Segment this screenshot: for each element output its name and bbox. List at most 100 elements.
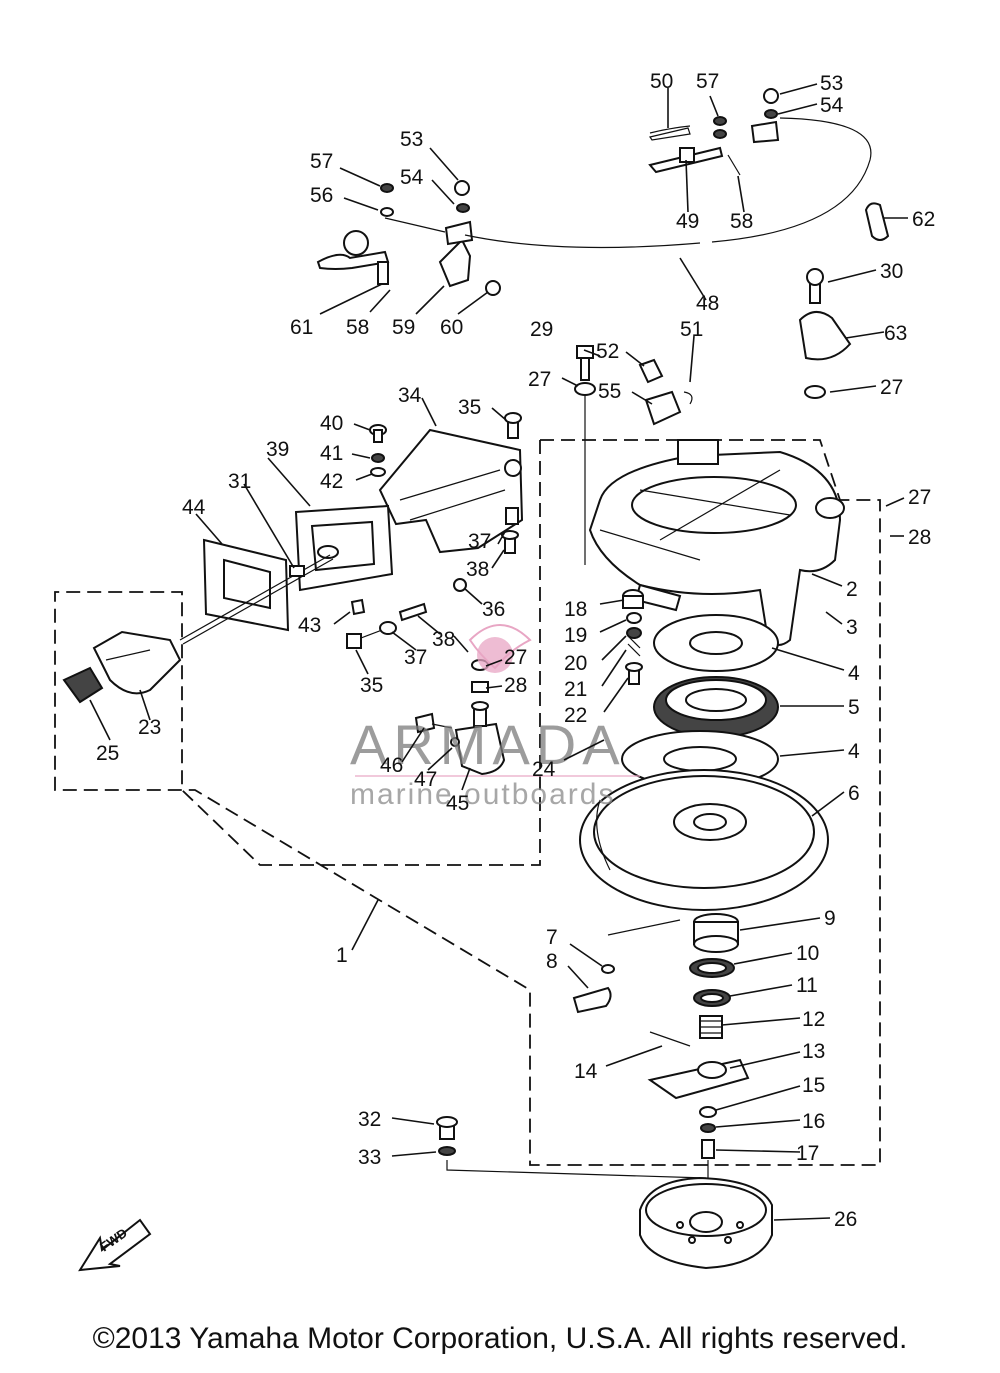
label-36: 36 bbox=[482, 598, 505, 621]
label-50: 50 bbox=[650, 70, 673, 93]
label-3: 3 bbox=[846, 616, 858, 639]
label-59: 59 bbox=[392, 316, 415, 339]
label-44: 44 bbox=[182, 496, 206, 519]
starter-handle bbox=[92, 630, 182, 695]
label-39: 39 bbox=[266, 438, 289, 461]
spring-plate-upper bbox=[653, 614, 779, 672]
label-10: 10 bbox=[796, 942, 819, 965]
label-23: 23 bbox=[138, 716, 161, 739]
label-51: 51 bbox=[680, 318, 703, 341]
label-33: 33 bbox=[358, 1146, 381, 1169]
label-28-lower: 28 bbox=[504, 674, 527, 697]
label-35-lower: 35 bbox=[360, 674, 383, 697]
label-37-lower: 37 bbox=[404, 646, 427, 669]
label-5: 5 bbox=[848, 696, 860, 719]
sheave-drum bbox=[579, 769, 829, 911]
label-58-upper: 58 bbox=[730, 210, 753, 233]
bracket-bolts bbox=[346, 621, 397, 649]
label-54-left: 54 bbox=[400, 166, 424, 189]
label-53-left: 53 bbox=[400, 128, 423, 151]
label-34: 34 bbox=[398, 384, 422, 407]
starter-spring bbox=[653, 676, 779, 738]
starter-cover bbox=[639, 1176, 773, 1270]
cable-bracket-left bbox=[316, 180, 501, 296]
label-2: 2 bbox=[846, 578, 858, 601]
label-56: 56 bbox=[310, 184, 333, 207]
leader-lines bbox=[89, 83, 908, 1221]
watermark-name: ARMADA bbox=[350, 713, 626, 776]
label-1: 1 bbox=[336, 944, 348, 967]
rope-guide-plate bbox=[294, 504, 394, 592]
handle-bracket bbox=[350, 412, 524, 622]
label-46: 46 bbox=[380, 754, 403, 777]
label-27-side: 27 bbox=[908, 486, 931, 509]
drive-stack bbox=[647, 913, 750, 1205]
label-43: 43 bbox=[298, 614, 321, 637]
label-11: 11 bbox=[796, 974, 818, 997]
label-29: 29 bbox=[530, 318, 553, 341]
label-37-upper: 37 bbox=[468, 530, 491, 553]
label-49: 49 bbox=[676, 210, 699, 233]
label-54-upper: 54 bbox=[820, 94, 844, 117]
label-52: 52 bbox=[596, 340, 619, 363]
label-35-upper: 35 bbox=[458, 396, 481, 419]
label-4-upper: 4 bbox=[848, 662, 860, 685]
cable-clip bbox=[864, 202, 890, 241]
label-63: 63 bbox=[884, 322, 907, 345]
throttle-lever-group bbox=[648, 88, 780, 176]
handle-cap bbox=[62, 666, 104, 704]
label-57-left: 57 bbox=[310, 150, 333, 173]
rope-guide-frame bbox=[202, 538, 290, 632]
label-41: 41 bbox=[320, 442, 343, 465]
label-24: 24 bbox=[532, 758, 556, 781]
label-57-upper: 57 bbox=[696, 70, 719, 93]
starter-case bbox=[588, 439, 845, 646]
label-58-left: 58 bbox=[346, 316, 369, 339]
label-38-lower: 38 bbox=[432, 628, 455, 651]
label-40: 40 bbox=[320, 412, 343, 435]
label-26: 26 bbox=[834, 1208, 857, 1231]
label-9: 9 bbox=[824, 907, 836, 930]
label-8: 8 bbox=[546, 950, 558, 973]
cable-holder-bracket bbox=[798, 268, 852, 399]
label-12: 12 bbox=[802, 1008, 825, 1031]
label-32: 32 bbox=[358, 1108, 381, 1131]
label-42: 42 bbox=[320, 470, 343, 493]
label-18: 18 bbox=[564, 598, 587, 621]
label-17: 17 bbox=[796, 1142, 819, 1165]
label-55: 55 bbox=[598, 380, 621, 403]
assembly-boundary-lines bbox=[54, 439, 881, 1166]
throttle-cable bbox=[464, 117, 872, 249]
label-48: 48 bbox=[696, 292, 719, 315]
label-14: 14 bbox=[574, 1060, 598, 1083]
label-6: 6 bbox=[848, 782, 860, 805]
drive-pawl bbox=[572, 919, 681, 1014]
label-20: 20 bbox=[564, 652, 587, 675]
label-13: 13 bbox=[802, 1040, 825, 1063]
label-19: 19 bbox=[564, 624, 587, 647]
label-4-lower: 4 bbox=[848, 740, 860, 763]
part-labels: 50 57 53 54 49 58 62 48 30 63 27 51 52 5… bbox=[96, 70, 935, 1231]
label-62: 62 bbox=[912, 208, 935, 231]
label-7: 7 bbox=[546, 926, 558, 949]
label-53-upper: 53 bbox=[820, 72, 843, 95]
starter-rope bbox=[179, 554, 334, 645]
label-15: 15 bbox=[802, 1074, 825, 1097]
copyright-notice: ©2013 Yamaha Motor Corporation, U.S.A. A… bbox=[92, 1322, 908, 1355]
label-22: 22 bbox=[564, 704, 587, 727]
label-47: 47 bbox=[414, 768, 437, 791]
label-27-top: 27 bbox=[528, 368, 551, 391]
label-16: 16 bbox=[802, 1110, 825, 1133]
label-30: 30 bbox=[880, 260, 903, 283]
label-61: 61 bbox=[290, 316, 313, 339]
label-27-lower: 27 bbox=[504, 646, 527, 669]
armada-watermark: ARMADA marine outboards bbox=[350, 624, 640, 811]
watermark-tagline: marine outboards bbox=[350, 778, 615, 811]
label-27-right: 27 bbox=[880, 376, 903, 399]
label-28-side: 28 bbox=[908, 526, 931, 549]
label-60: 60 bbox=[440, 316, 463, 339]
label-21: 21 bbox=[564, 678, 587, 701]
cover-bolt bbox=[436, 1116, 707, 1179]
starter-lock-parts bbox=[574, 345, 693, 685]
